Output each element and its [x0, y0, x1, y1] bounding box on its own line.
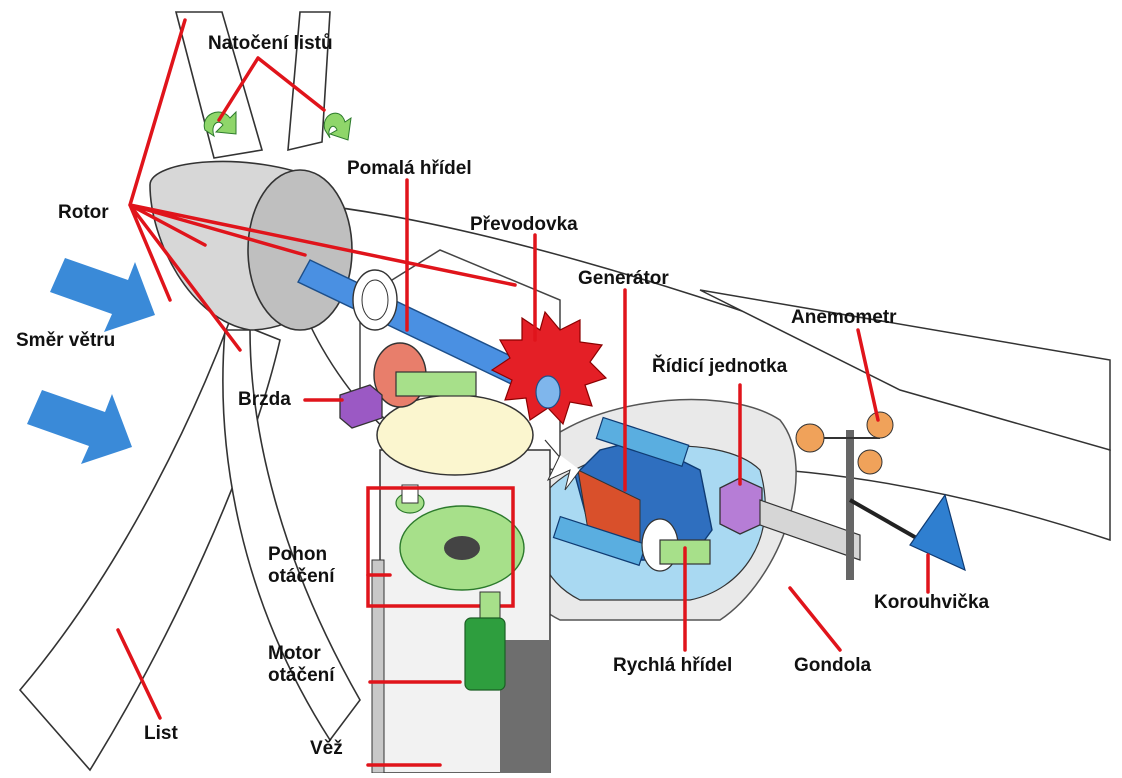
label-nacelle: Gondola [794, 655, 871, 677]
label-yaw-drive: Pohon otáčení [268, 544, 335, 588]
label-blade-pitch: Natočení listů [208, 33, 333, 55]
label-tower: Věž [310, 738, 343, 760]
label-brake: Brzda [238, 389, 291, 411]
label-blade: List [144, 723, 178, 745]
wind-arrows [27, 258, 155, 464]
label-rotor: Rotor [58, 202, 109, 224]
label-generator: Generátor [578, 268, 669, 290]
wind-arrow-lower [27, 390, 132, 464]
label-low-speed-shaft: Pomalá hřídel [347, 158, 472, 180]
wind-vane [850, 495, 965, 570]
label-gearbox: Převodovka [470, 214, 578, 236]
label-high-speed-shaft: Rychlá hřídel [613, 655, 732, 677]
label-wind-vane: Korouhvička [874, 592, 989, 614]
label-anemometer: Anemometr [791, 307, 897, 329]
label-controller: Řídicí jednotka [652, 356, 787, 378]
wind-arrow-upper [50, 258, 155, 332]
label-wind-direction: Směr větru [16, 330, 115, 352]
label-yaw-motor: Motor otáčení [268, 643, 335, 687]
